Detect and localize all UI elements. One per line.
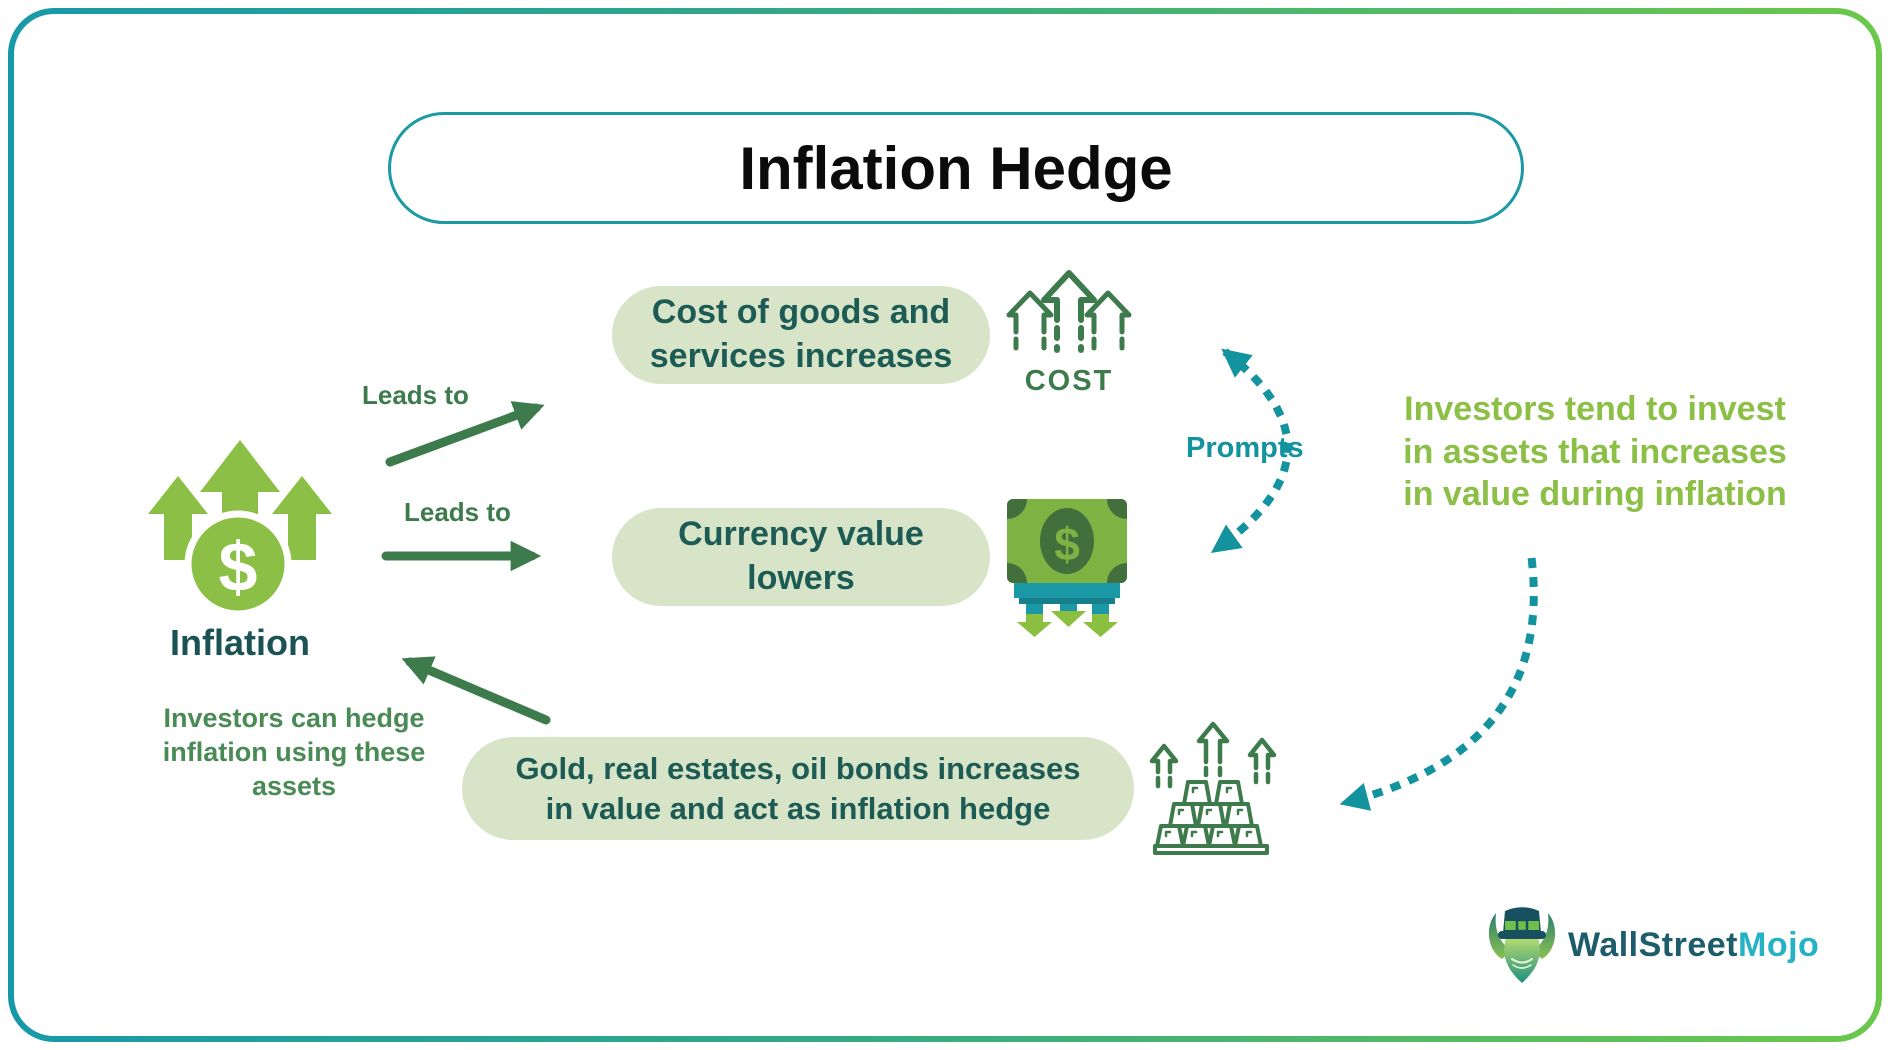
- inflation-icon: $: [148, 440, 332, 618]
- hedge-assets-box: Gold, real estates, oil bonds increases …: [462, 737, 1134, 840]
- leads-to-label-2: Leads to: [404, 497, 511, 527]
- svg-text:$: $: [219, 528, 258, 606]
- wallstreetmojo-logo: WallStreetMojo: [1486, 903, 1819, 987]
- investors-invest-note: Investors tend to invest in assets that …: [1403, 390, 1787, 513]
- cost-rise-icon: COST: [1003, 270, 1135, 398]
- cost-icon-label: COST: [1024, 365, 1114, 397]
- svg-text:$: $: [1054, 518, 1080, 570]
- cost-of-goods-box: Cost of goods and services increases: [612, 286, 990, 384]
- title-box: Inflation Hedge: [388, 112, 1524, 224]
- currency-value-box: Currency value lowers: [612, 508, 990, 606]
- gold-bars-icon: [1149, 721, 1277, 855]
- leads-to-label-1: Leads to: [362, 380, 469, 410]
- currency-drop-icon: $: [1007, 499, 1127, 637]
- prompts-label: Prompts: [1186, 432, 1304, 464]
- investors-hedge-note: Investors can hedge inflation using thes…: [162, 703, 426, 801]
- brand-accent: Mojo: [1738, 925, 1820, 964]
- brand-wordmark: WallStreetMojo: [1568, 926, 1819, 965]
- page-title: Inflation Hedge: [739, 134, 1173, 202]
- bull-logo-icon: [1488, 907, 1556, 983]
- brand-primary: WallStreet: [1568, 925, 1739, 964]
- cost-up-arrows-icon: [1006, 270, 1132, 353]
- inflation-label: Inflation: [170, 622, 310, 663]
